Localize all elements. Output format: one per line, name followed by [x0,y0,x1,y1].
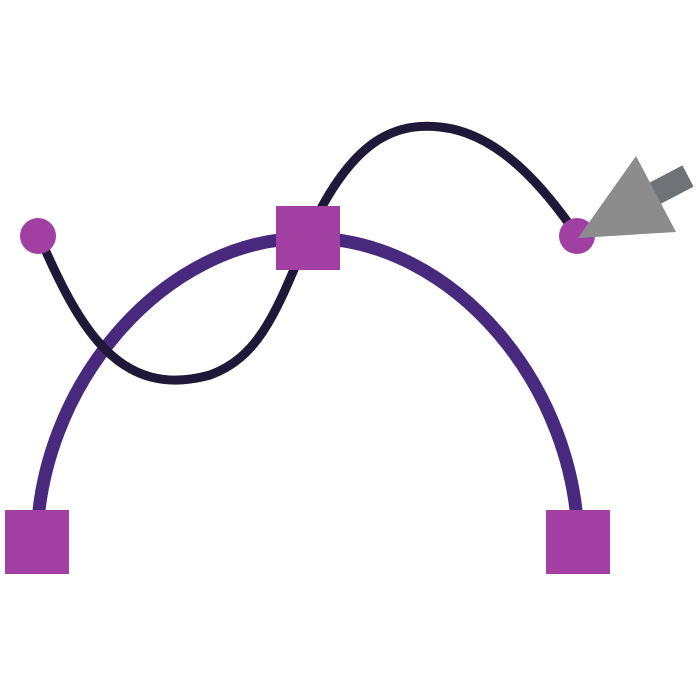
arc-stroke [30,231,585,546]
control-point-left [20,218,56,254]
anchor-right [546,510,610,574]
anchor-top [276,206,340,270]
anchor-left [5,510,69,574]
pointer-arrow [578,156,694,238]
pointer-head [578,156,676,238]
